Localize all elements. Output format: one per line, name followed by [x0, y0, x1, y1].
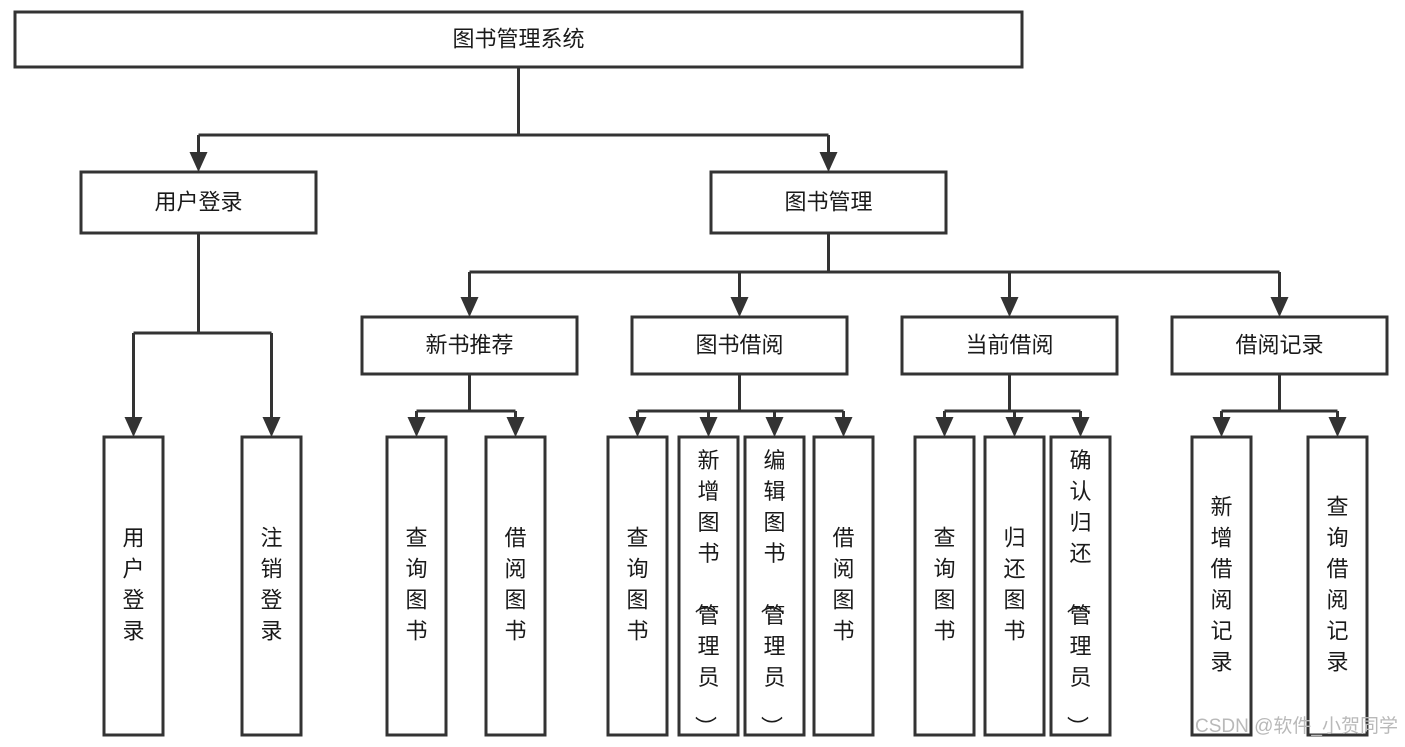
node-box-leaf-confirm-return-admin — [1049, 435, 1112, 737]
node-box-leaf-return-book — [983, 435, 1046, 737]
node-box-user-login — [79, 170, 318, 235]
node-leaf-query-borrow-record[interactable]: 查询借阅记录 — [1306, 435, 1369, 737]
node-box-book-borrow — [630, 315, 849, 376]
node-box-leaf-logout-login — [240, 435, 303, 737]
node-user-login[interactable]: 用户登录 — [79, 170, 318, 235]
node-label-new-book-recommend: 新书推荐 — [425, 332, 513, 357]
node-box-leaf-query-book-3 — [913, 435, 976, 737]
node-label-leaf-query-book-2: 查询图书 — [626, 525, 648, 643]
node-label-leaf-edit-book-admin: 编辑图书（管理员） — [758, 448, 785, 738]
node-label-leaf-logout-login: 注销登录 — [260, 525, 282, 643]
node-leaf-return-book[interactable]: 归还图书 — [983, 435, 1046, 737]
node-label-leaf-user-login: 用户登录 — [122, 525, 144, 643]
node-label-book-borrow: 图书借阅 — [695, 332, 783, 357]
node-label-leaf-query-book-1: 查询图书 — [405, 525, 427, 643]
bookmgmt-to-l3-arrow-1 — [730, 297, 749, 317]
root-to-l2-arrow-0 — [189, 152, 208, 172]
node-leaf-edit-book-admin[interactable]: 编辑图书（管理员） — [743, 435, 806, 738]
node-root[interactable]: 图书管理系统 — [13, 10, 1024, 69]
node-label-leaf-borrow-book-2: 借阅图书 — [832, 525, 854, 643]
node-current-borrow[interactable]: 当前借阅 — [900, 315, 1119, 376]
userlogin-to-leaves-arrow-0 — [124, 417, 143, 437]
book-borrow-to-leaves-arrow-2 — [765, 417, 784, 437]
node-leaf-borrow-book-1[interactable]: 借阅图书 — [484, 435, 547, 737]
node-box-current-borrow — [900, 315, 1119, 376]
node-leaf-add-book-admin[interactable]: 新增图书（管理员） — [677, 435, 740, 738]
connectors-layer — [124, 67, 1347, 437]
node-box-leaf-query-book-1 — [385, 435, 448, 737]
bookmgmt-to-l3-arrow-2 — [1000, 297, 1019, 317]
node-label-leaf-add-borrow-record: 新增借阅记录 — [1210, 494, 1232, 674]
csdn-watermark: CSDN @软件_小贺同学 — [1195, 715, 1398, 737]
node-leaf-confirm-return-admin[interactable]: 确认归还（管理员） — [1049, 435, 1112, 738]
node-label-leaf-query-book-3: 查询图书 — [933, 525, 955, 643]
new-book-recommend-to-leaves-arrow-0 — [407, 417, 426, 437]
node-book-management[interactable]: 图书管理 — [709, 170, 948, 235]
book-borrow-to-leaves-arrow-0 — [628, 417, 647, 437]
bookmgmt-to-l3-arrow-0 — [460, 297, 479, 317]
current-borrow-to-leaves-arrow-2 — [1071, 417, 1090, 437]
node-label-user-login: 用户登录 — [154, 189, 242, 214]
node-box-book-management — [709, 170, 948, 235]
node-leaf-query-book-2[interactable]: 查询图书 — [606, 435, 669, 737]
current-borrow-to-leaves-arrow-0 — [935, 417, 954, 437]
node-borrow-record[interactable]: 借阅记录 — [1170, 315, 1389, 376]
node-label-leaf-borrow-book-1: 借阅图书 — [504, 525, 526, 643]
borrow-record-to-leaves-arrow-1 — [1328, 417, 1347, 437]
node-box-leaf-user-login — [102, 435, 165, 737]
node-leaf-user-login[interactable]: 用户登录 — [102, 435, 165, 737]
node-label-book-management: 图书管理 — [784, 189, 872, 214]
node-book-borrow[interactable]: 图书借阅 — [630, 315, 849, 376]
node-box-leaf-edit-book-admin — [743, 435, 806, 737]
userlogin-to-leaves-arrow-1 — [262, 417, 281, 437]
root-to-l2-arrow-1 — [819, 152, 838, 172]
book-borrow-to-leaves-arrow-1 — [699, 417, 718, 437]
current-borrow-to-leaves-arrow-1 — [1005, 417, 1024, 437]
node-leaf-borrow-book-2[interactable]: 借阅图书 — [812, 435, 875, 737]
node-label-root: 图书管理系统 — [452, 26, 584, 51]
node-box-leaf-add-book-admin — [677, 435, 740, 737]
node-label-leaf-confirm-return-admin: 确认归还（管理员） — [1064, 448, 1091, 738]
bookmgmt-to-l3-arrow-3 — [1270, 297, 1289, 317]
node-box-root — [13, 10, 1024, 69]
node-label-borrow-record: 借阅记录 — [1235, 332, 1323, 357]
node-leaf-query-book-3[interactable]: 查询图书 — [913, 435, 976, 737]
node-box-leaf-query-borrow-record — [1306, 435, 1369, 737]
book-borrow-to-leaves-arrow-3 — [834, 417, 853, 437]
node-box-leaf-add-borrow-record — [1190, 435, 1253, 737]
node-label-leaf-return-book: 归还图书 — [1003, 525, 1025, 643]
node-box-borrow-record — [1170, 315, 1389, 376]
node-leaf-logout-login[interactable]: 注销登录 — [240, 435, 303, 737]
node-label-current-borrow: 当前借阅 — [965, 332, 1053, 357]
node-leaf-query-book-1[interactable]: 查询图书 — [385, 435, 448, 737]
node-label-leaf-query-borrow-record: 查询借阅记录 — [1326, 494, 1348, 674]
node-new-book-recommend[interactable]: 新书推荐 — [360, 315, 579, 376]
node-box-new-book-recommend — [360, 315, 579, 376]
node-leaf-add-borrow-record[interactable]: 新增借阅记录 — [1190, 435, 1253, 737]
node-label-leaf-add-book-admin: 新增图书（管理员） — [692, 448, 719, 738]
new-book-recommend-to-leaves-arrow-1 — [506, 417, 525, 437]
node-box-leaf-borrow-book-1 — [484, 435, 547, 737]
nodes-layer: 图书管理系统用户登录图书管理新书推荐图书借阅当前借阅借阅记录用户登录注销登录查询… — [13, 10, 1389, 738]
node-box-leaf-borrow-book-2 — [812, 435, 875, 737]
node-box-leaf-query-book-2 — [606, 435, 669, 737]
borrow-record-to-leaves-arrow-0 — [1212, 417, 1231, 437]
